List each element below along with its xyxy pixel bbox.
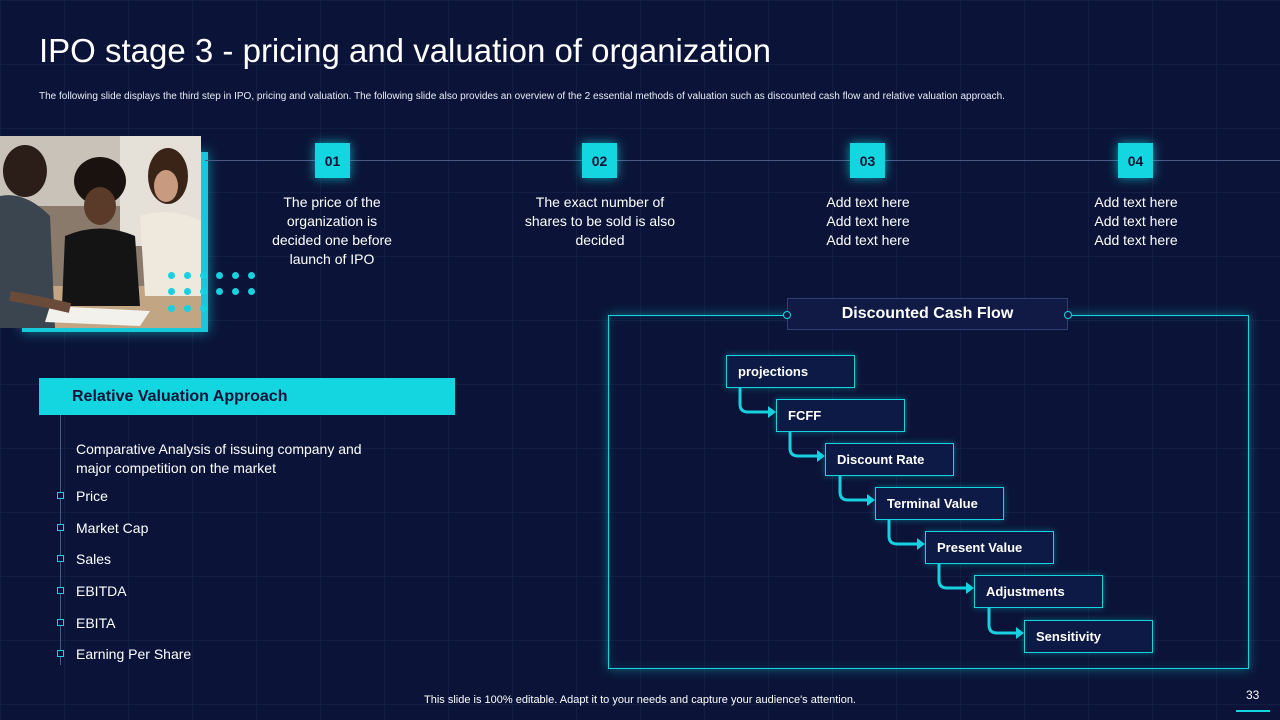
- dot: [248, 272, 255, 279]
- page-number: 33: [1246, 688, 1260, 702]
- step-text-line: Add text here: [1094, 194, 1178, 210]
- dcf-step-projections: projections: [726, 355, 855, 388]
- step-text-line: organization is: [286, 213, 378, 229]
- step-text-line: shares to be sold is also: [524, 213, 676, 229]
- relative-valuation-item: EBITA: [76, 615, 116, 631]
- slide-title: IPO stage 3 - pricing and valuation of o…: [39, 32, 771, 69]
- dot: [184, 304, 191, 312]
- dcf-step-discount-rate: Discount Rate: [825, 443, 954, 476]
- page-number-underline: [1236, 710, 1270, 712]
- dot: [200, 288, 207, 296]
- dot: [200, 272, 207, 279]
- step-text-01: The price of the organization is decided…: [242, 193, 422, 269]
- dcf-step-terminal-value: Terminal Value: [875, 487, 1004, 520]
- dot: [168, 272, 175, 279]
- dcf-step-present-value: Present Value: [925, 531, 1054, 564]
- bullet-icon: [57, 650, 64, 657]
- step-text-line: Add text here: [1094, 232, 1178, 248]
- dot: [232, 288, 239, 296]
- step-text-line: Add text here: [826, 213, 910, 229]
- dot: [248, 288, 255, 296]
- dot: [168, 288, 175, 296]
- step-text-line: Add text here: [826, 194, 910, 210]
- step-text-02: The exact number of shares to be sold is…: [510, 193, 690, 250]
- step-text-line: The exact number of: [535, 194, 665, 210]
- dot-pattern-decoration: [168, 272, 255, 316]
- step-text-line: decided one before: [272, 232, 392, 248]
- slide-subtitle: The following slide displays the third s…: [39, 91, 1005, 102]
- bullet-icon: [57, 492, 64, 499]
- relative-valuation-rule: [60, 415, 61, 665]
- people-working-photo: [0, 136, 201, 328]
- step-badge-02: 02: [582, 143, 617, 178]
- relative-valuation-item: Sales: [76, 551, 112, 567]
- connector-dot-icon: [1064, 311, 1072, 319]
- photo-illustration: [0, 136, 201, 328]
- bullet-icon: [57, 619, 64, 626]
- dot: [216, 288, 223, 296]
- bullet-icon: [57, 555, 64, 562]
- step-badge-01: 01: [315, 143, 350, 178]
- bullet-icon: [57, 524, 64, 531]
- dcf-step-sensitivity: Sensitivity: [1024, 620, 1153, 653]
- slide-footer: This slide is 100% editable. Adapt it to…: [0, 694, 1280, 706]
- step-text-line: The price of the: [283, 194, 381, 210]
- connector-dot-icon: [783, 311, 791, 319]
- dot: [168, 304, 175, 312]
- dcf-step-adjustments: Adjustments: [974, 575, 1103, 608]
- dcf-title: Discounted Cash Flow: [787, 298, 1068, 330]
- dot: [184, 288, 191, 296]
- step-badge-03: 03: [850, 143, 885, 178]
- step-text-line: Add text here: [826, 232, 910, 248]
- bullet-icon: [57, 587, 64, 594]
- timeline-line: [205, 160, 1280, 161]
- relative-valuation-item: EBITDA: [76, 583, 127, 599]
- dot: [184, 272, 191, 279]
- step-text-line: Add text here: [1094, 213, 1178, 229]
- step-badge-04: 04: [1118, 143, 1153, 178]
- step-text-03: Add text here Add text here Add text her…: [778, 193, 958, 250]
- relative-valuation-header: Relative Valuation Approach: [39, 378, 455, 415]
- relative-valuation-item: Price: [76, 488, 108, 504]
- relative-valuation-item: Earning Per Share: [76, 646, 192, 662]
- footer-text: This slide is 100% editable. Adapt it to…: [424, 694, 856, 706]
- step-text-line: decided: [575, 232, 625, 248]
- dot: [216, 272, 223, 279]
- relative-valuation-description: Comparative Analysis of issuing company …: [76, 441, 362, 476]
- dot: [232, 272, 239, 279]
- step-text-04: Add text here Add text here Add text her…: [1046, 193, 1226, 250]
- step-text-line: launch of IPO: [289, 251, 375, 267]
- dot: [200, 304, 207, 312]
- dcf-step-fcff: FCFF: [776, 399, 905, 432]
- relative-valuation-item: Market Cap: [76, 520, 149, 536]
